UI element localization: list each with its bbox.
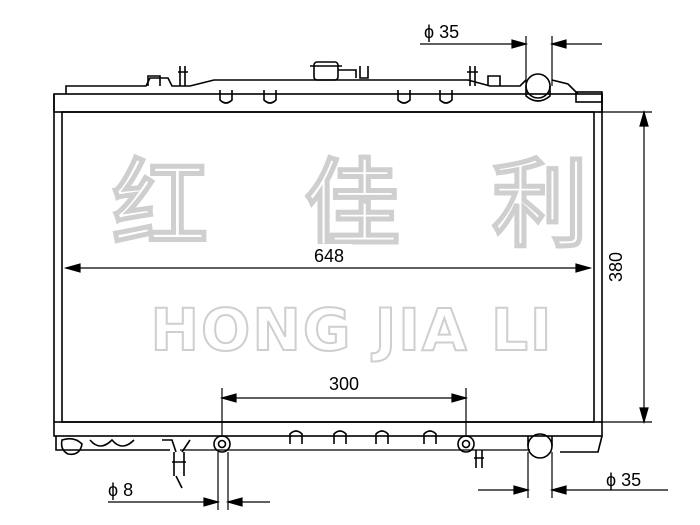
watermark-text: HONG JIA LI	[151, 296, 554, 364]
watermark-char-2: 佳	[304, 149, 400, 261]
filler-cap	[313, 61, 339, 81]
bottom-clip-4	[423, 430, 437, 444]
top-left-pin	[178, 66, 188, 86]
top-tank-body	[53, 93, 603, 113]
top-right-tab	[575, 91, 603, 103]
top-left-stud	[147, 75, 161, 86]
top-clip-1	[219, 90, 233, 104]
top-tank	[53, 61, 603, 113]
bottom-tank-body	[53, 421, 603, 437]
radiator-core	[53, 111, 603, 423]
pitch-label: 300	[329, 374, 359, 394]
dimension-labels: 648 380 300 ϕ 35 ϕ 35 ϕ 8	[108, 22, 641, 500]
overflow-tube	[338, 66, 369, 79]
top-pipe-label: ϕ 35	[424, 22, 459, 42]
bottom-clip-1	[289, 430, 303, 444]
top-tank-profile-right	[551, 79, 579, 95]
top-clip-2	[263, 90, 277, 104]
bottom-right-pin	[474, 450, 484, 468]
bottom-clip-3	[375, 430, 389, 444]
bottom-clip-2	[333, 430, 347, 444]
bottom-left-outlet	[60, 437, 83, 456]
bottom-outlet-pipe	[527, 433, 553, 459]
bottom-tank-profile	[55, 435, 603, 453]
bottom-pipe-label: ϕ 35	[606, 470, 641, 490]
side-plates	[53, 112, 603, 422]
top-clip-4	[439, 90, 453, 104]
drain-plug	[172, 452, 186, 489]
height-label: 380	[606, 252, 626, 282]
bottom-tank	[53, 421, 603, 489]
watermark: 红 佳 利 HONG JIA LI	[111, 148, 589, 365]
drain-label: ϕ 8	[108, 480, 133, 500]
top-tank-profile	[65, 77, 527, 94]
top-right-stud	[487, 75, 501, 86]
width-label: 648	[314, 246, 344, 266]
watermark-char-3: 利	[492, 149, 588, 261]
watermark-char-1: 红	[112, 149, 208, 261]
top-clip-3	[397, 90, 411, 104]
top-right-pin	[467, 66, 478, 86]
dimension-lines	[63, 36, 668, 510]
